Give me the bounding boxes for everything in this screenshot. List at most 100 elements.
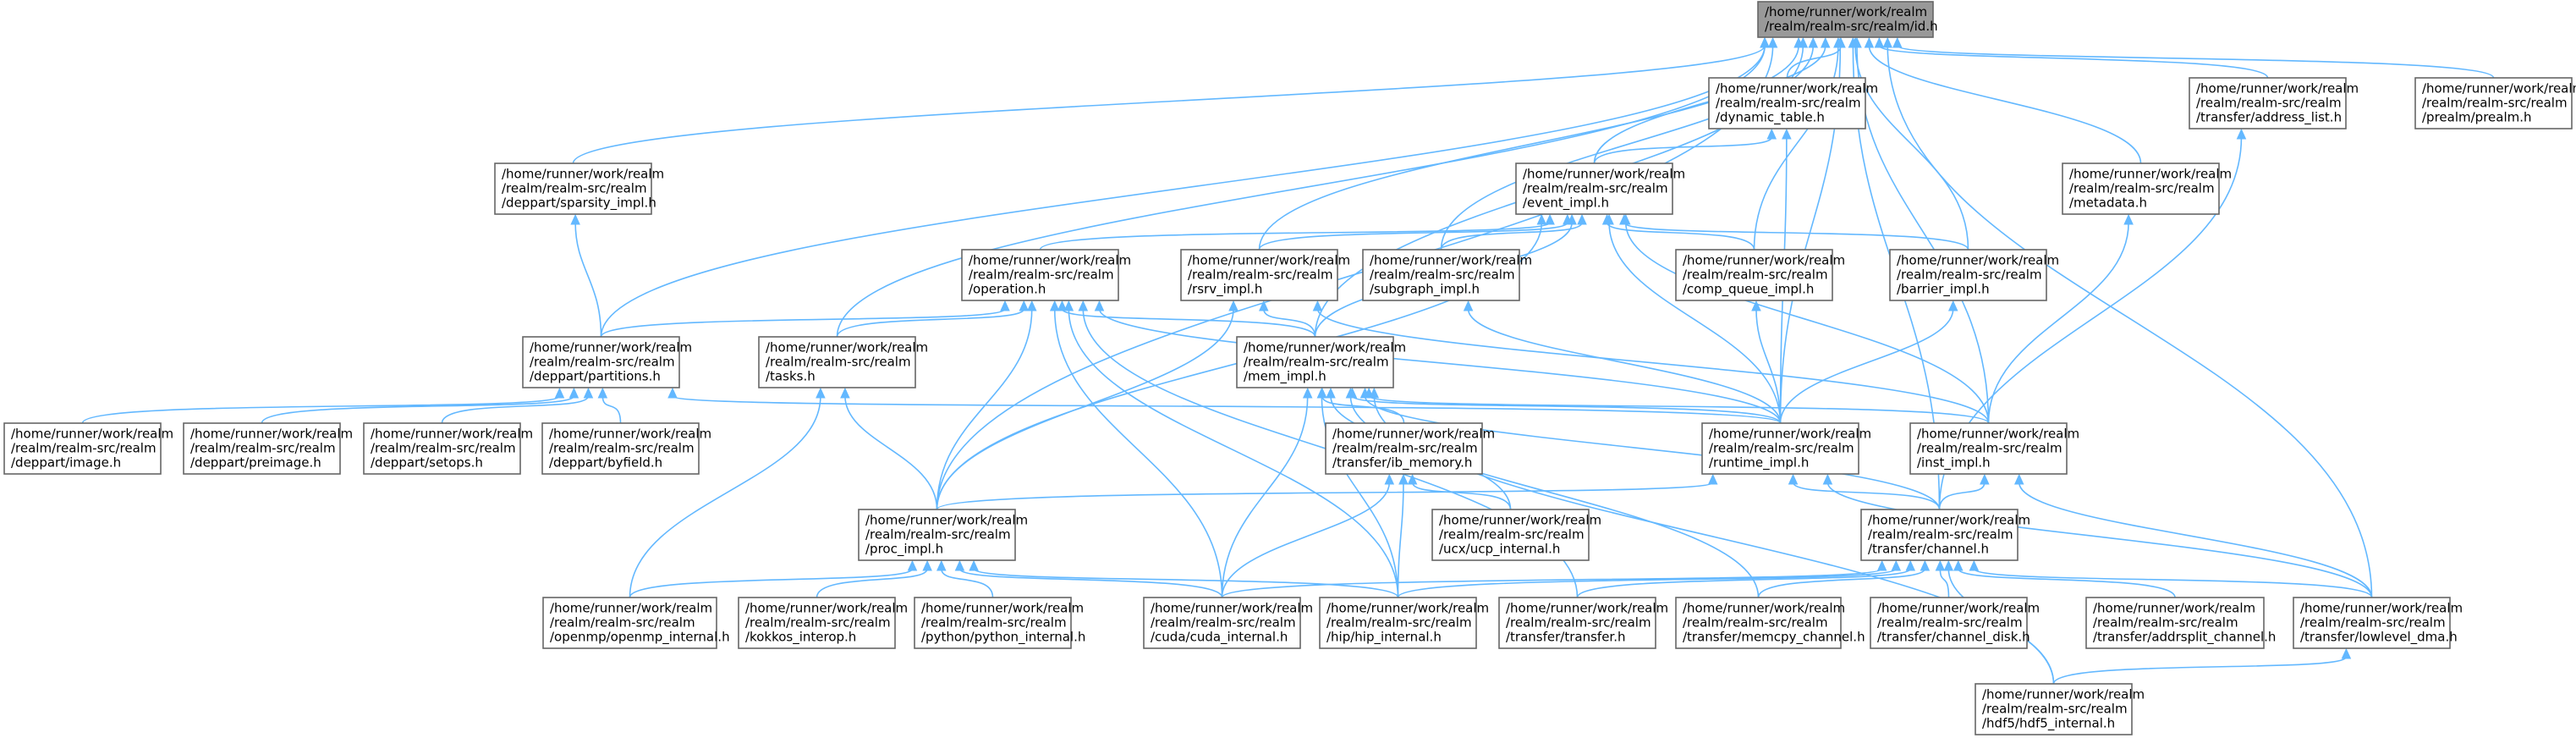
node-dynamic_table[interactable]: /home/runner/work/realm/realm/realm-src/… <box>1708 77 1878 129</box>
node-label-rsrv_impl-line1: /realm/realm-src/realm <box>1188 267 1333 283</box>
node-ucp_internal[interactable]: /home/runner/work/realm/realm/realm-src/… <box>1431 509 1601 561</box>
node-openmp_internal[interactable]: /home/runner/work/realm/realm/realm-src/… <box>542 597 730 649</box>
node-label-comp_queue_impl-line1: /realm/realm-src/realm <box>1683 267 1828 283</box>
edge-metadata-includes-id_h <box>1868 45 2142 164</box>
arrowhead-proc_impl-to-tasks <box>840 387 850 399</box>
node-label-mem_impl-line2: /mem_impl.h <box>1244 369 1326 385</box>
node-cuda_internal[interactable]: /home/runner/work/realm/realm/realm-src/… <box>1143 597 1313 649</box>
node-label-sparsity_impl-line1: /realm/realm-src/realm <box>502 181 647 196</box>
node-label-inst_impl-line1: /realm/realm-src/realm <box>1917 441 2062 456</box>
node-hdf5_internal[interactable]: /home/runner/work/realm/realm/realm-src/… <box>1975 683 2145 735</box>
node-kokkos_interop[interactable]: /home/runner/work/realm/realm/realm-src/… <box>738 597 908 649</box>
node-id_h[interactable]: /home/runner/work/realm/realm/realm-src/… <box>1757 1 1938 38</box>
node-label-hip_internal-line0: /home/runner/work/realm <box>1326 601 1489 616</box>
node-label-id_h-line1: /realm/realm-src/realm/id.h <box>1765 19 1938 34</box>
node-metadata[interactable]: /home/runner/work/realm/realm/realm-src/… <box>2062 162 2232 215</box>
edge-channel-includes-mem_impl <box>1364 395 1941 510</box>
node-label-channel-line0: /home/runner/work/realm <box>1868 513 2030 528</box>
edge-channel_disk-includes-channel <box>1939 568 1950 598</box>
arrowhead-event_impl-to-dynamic_table <box>1766 128 1777 140</box>
node-label-tasks-line0: /home/runner/work/realm <box>766 340 928 355</box>
node-box-rsrv_impl <box>1180 249 1338 301</box>
node-comp_queue_impl[interactable]: /home/runner/work/realm/realm/realm-src/… <box>1675 249 1845 301</box>
arrowhead-hip_internal-to-mem_impl <box>1316 387 1327 399</box>
edge-image-includes-partitions <box>81 395 561 424</box>
node-memcpy_channel[interactable]: /home/runner/work/realm/realm/realm-src/… <box>1675 597 1865 649</box>
node-box-openmp_internal <box>542 597 717 649</box>
node-box-tasks <box>758 336 916 388</box>
node-ib_memory[interactable]: /home/runner/work/realm/realm/realm-src/… <box>1325 422 1495 475</box>
node-channel_disk[interactable]: /home/runner/work/realm/realm/realm-src/… <box>1870 597 2040 649</box>
node-setops[interactable]: /home/runner/work/realm/realm/realm-src/… <box>363 422 533 475</box>
node-label-hdf5_internal-line2: /hdf5/hdf5_internal.h <box>1982 716 2115 732</box>
node-tasks[interactable]: /home/runner/work/realm/realm/realm-src/… <box>758 336 928 388</box>
node-hip_internal[interactable]: /home/runner/work/realm/realm/realm-src/… <box>1319 597 1489 649</box>
node-label-hdf5_internal-line0: /home/runner/work/realm <box>1982 687 2145 702</box>
edge-operation-includes-event_impl <box>1039 222 1551 251</box>
edge-lowlevel_dma-includes-id_h <box>1887 45 2373 598</box>
node-label-lowlevel_dma-line0: /home/runner/work/realm <box>2300 601 2463 616</box>
node-byfield[interactable]: /home/runner/work/realm/realm/realm-src/… <box>541 422 711 475</box>
node-box-partitions <box>522 336 680 388</box>
node-label-ucp_internal-line1: /realm/realm-src/realm <box>1439 527 1585 542</box>
node-label-partitions-line0: /home/runner/work/realm <box>530 340 692 355</box>
node-label-tasks-line1: /realm/realm-src/realm <box>766 355 911 370</box>
arrowhead-ucp_internal-to-mem_impl <box>1326 387 1336 399</box>
node-label-sparsity_impl-line0: /home/runner/work/realm <box>502 167 664 182</box>
node-operation[interactable]: /home/runner/work/realm/realm/realm-src/… <box>961 249 1131 301</box>
node-label-partitions-line1: /realm/realm-src/realm <box>530 355 675 370</box>
node-label-cuda_internal-line1: /realm/realm-src/realm <box>1151 615 1296 631</box>
edge-proc_impl-includes-tasks <box>844 395 938 510</box>
node-partitions[interactable]: /home/runner/work/realm/realm/realm-src/… <box>522 336 692 388</box>
node-box-channel <box>1860 509 2019 561</box>
node-label-channel_disk-line0: /home/runner/work/realm <box>1877 601 2040 616</box>
node-label-transfer_h-line1: /realm/realm-src/realm <box>1506 615 1651 631</box>
node-rsrv_impl[interactable]: /home/runner/work/realm/realm/realm-src/… <box>1180 249 1350 301</box>
node-label-inst_impl-line2: /inst_impl.h <box>1917 455 1991 471</box>
edge-proc_impl-includes-runtime_impl <box>936 482 1714 510</box>
edge-inst_impl-includes-metadata <box>1987 222 2129 424</box>
node-addrsplit[interactable]: /home/runner/work/realm/realm/realm-src/… <box>2085 597 2276 649</box>
node-prealm[interactable]: /home/runner/work/realm/realm/realm-src/… <box>2414 77 2576 129</box>
node-label-preimage-line0: /home/runner/work/realm <box>190 427 353 442</box>
node-event_impl[interactable]: /home/runner/work/realm/realm/realm-src/… <box>1515 162 1685 215</box>
node-label-channel-line2: /transfer/channel.h <box>1868 542 1989 557</box>
node-label-cuda_internal-line0: /home/runner/work/realm <box>1151 601 1313 616</box>
arrowhead-runtime_impl-to-id_h <box>1835 36 1846 48</box>
node-label-openmp_internal-line0: /home/runner/work/realm <box>550 601 712 616</box>
node-label-lowlevel_dma-line1: /realm/realm-src/realm <box>2300 615 2446 631</box>
node-channel[interactable]: /home/runner/work/realm/realm/realm-src/… <box>1860 509 2030 561</box>
node-barrier_impl[interactable]: /home/runner/work/realm/realm/realm-src/… <box>1889 249 2059 301</box>
node-label-cuda_internal-line2: /cuda/cuda_internal.h <box>1151 630 1288 646</box>
node-mem_impl[interactable]: /home/runner/work/realm/realm/realm-src/… <box>1236 336 1406 388</box>
edge-inst_impl-includes-rsrv_impl <box>1316 308 1990 424</box>
arrowhead-metadata-to-id_h <box>1864 36 1875 48</box>
node-transfer_h[interactable]: /home/runner/work/realm/realm/realm-src/… <box>1498 597 1668 649</box>
edge-hip_internal-includes-channel <box>1397 568 1898 598</box>
node-box-byfield <box>541 422 700 475</box>
arrowhead-runtime_impl-to-comp_queue_impl <box>1751 300 1761 311</box>
node-proc_impl[interactable]: /home/runner/work/realm/realm/realm-src/… <box>858 509 1028 561</box>
edge-preimage-includes-partitions <box>261 395 575 424</box>
node-address_list[interactable]: /home/runner/work/realm/realm/realm-src/… <box>2189 77 2359 129</box>
node-lowlevel_dma[interactable]: /home/runner/work/realm/realm/realm-src/… <box>2293 597 2463 649</box>
arrowhead-hip_internal-to-channel <box>1891 559 1902 571</box>
node-sparsity_impl[interactable]: /home/runner/work/realm/realm/realm-src/… <box>494 162 664 215</box>
node-label-preimage-line2: /deppart/preimage.h <box>190 455 321 471</box>
node-inst_impl[interactable]: /home/runner/work/realm/realm/realm-src/… <box>1909 422 2079 475</box>
node-label-byfield-line0: /home/runner/work/realm <box>549 427 711 442</box>
arrowhead-image-to-partitions <box>554 387 565 399</box>
arrowhead-lowlevel_dma-to-channel <box>1969 559 1980 571</box>
node-runtime_impl[interactable]: /home/runner/work/realm/realm/realm-src/… <box>1701 422 1871 475</box>
arrowhead-partitions-to-sparsity_impl <box>570 213 580 225</box>
node-preimage[interactable]: /home/runner/work/realm/realm/realm-src/… <box>183 422 353 475</box>
edge-rsrv_impl-includes-event_impl <box>1258 222 1568 251</box>
node-image[interactable]: /home/runner/work/realm/realm/realm-src/… <box>3 422 173 475</box>
node-label-barrier_impl-line1: /realm/realm-src/realm <box>1897 267 2042 283</box>
arrowhead-memcpy_channel-to-channel <box>1920 559 1931 571</box>
node-python_internal[interactable]: /home/runner/work/realm/realm/realm-src/… <box>914 597 1085 649</box>
node-label-tasks-line2: /tasks.h <box>766 369 816 384</box>
arrowhead-channel_disk-to-channel <box>1935 559 1946 571</box>
node-label-openmp_internal-line1: /realm/realm-src/realm <box>550 615 695 631</box>
node-subgraph_impl[interactable]: /home/runner/work/realm/realm/realm-src/… <box>1362 249 1532 301</box>
